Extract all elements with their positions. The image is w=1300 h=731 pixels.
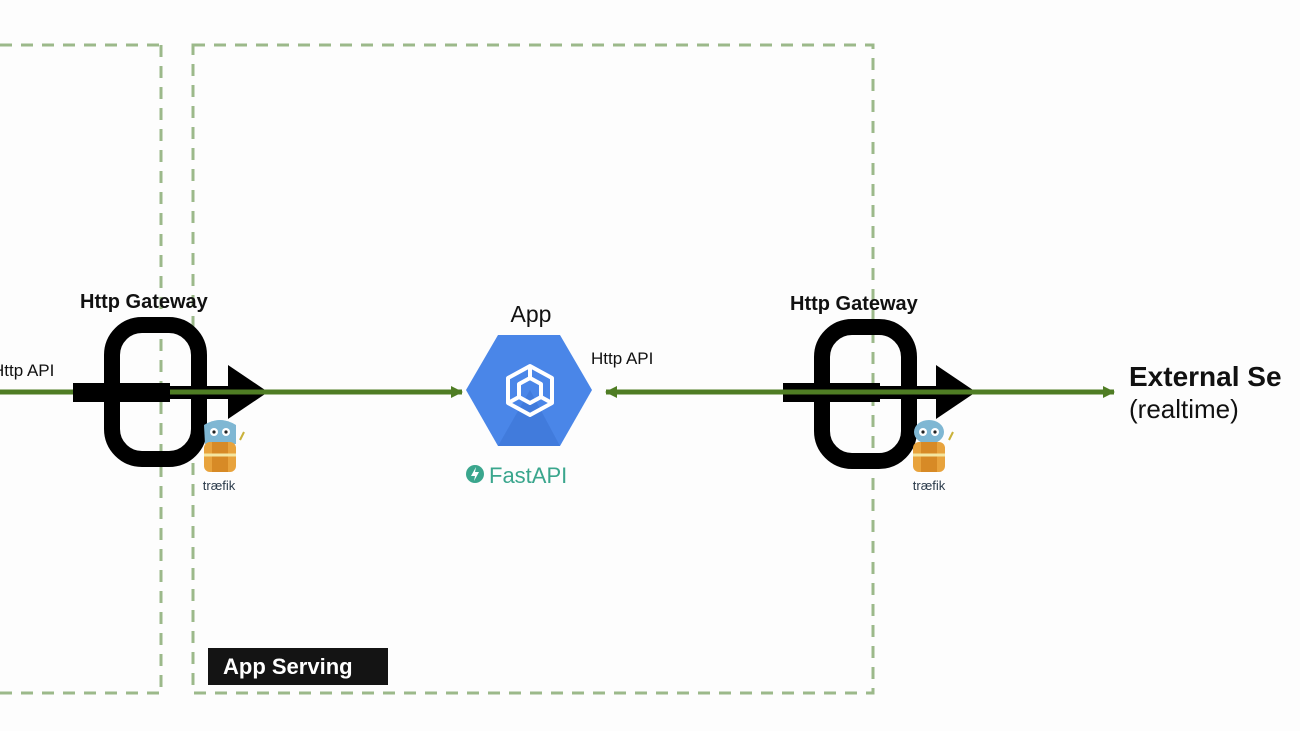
traefik-left: træfik	[203, 420, 245, 493]
app-serving-tag: App Serving	[208, 648, 388, 685]
left-gateway-label: Http Gateway	[80, 291, 209, 313]
fastapi-label: FastAPI	[489, 463, 567, 488]
traefik-right: træfik	[913, 420, 954, 493]
left-http-api-label: Http API	[0, 361, 54, 380]
app-title: App	[511, 301, 552, 327]
traefik-gopher-icon	[913, 420, 954, 472]
fastapi-logo: FastAPI	[466, 463, 567, 488]
external-service-subtitle: (realtime)	[1129, 394, 1239, 424]
app-http-api-label: Http API	[591, 349, 653, 368]
cube-hexagon-icon	[506, 364, 554, 417]
traefik-label: træfik	[203, 478, 236, 493]
right-gateway-label: Http Gateway	[790, 293, 919, 315]
left-zone-border	[0, 43, 163, 695]
traefik-label: træfik	[913, 478, 946, 493]
external-service-label: External Se	[1129, 361, 1282, 392]
traefik-gopher-icon	[204, 420, 245, 472]
app-serving-tag-text: App Serving	[223, 654, 353, 679]
app-node	[466, 335, 592, 446]
